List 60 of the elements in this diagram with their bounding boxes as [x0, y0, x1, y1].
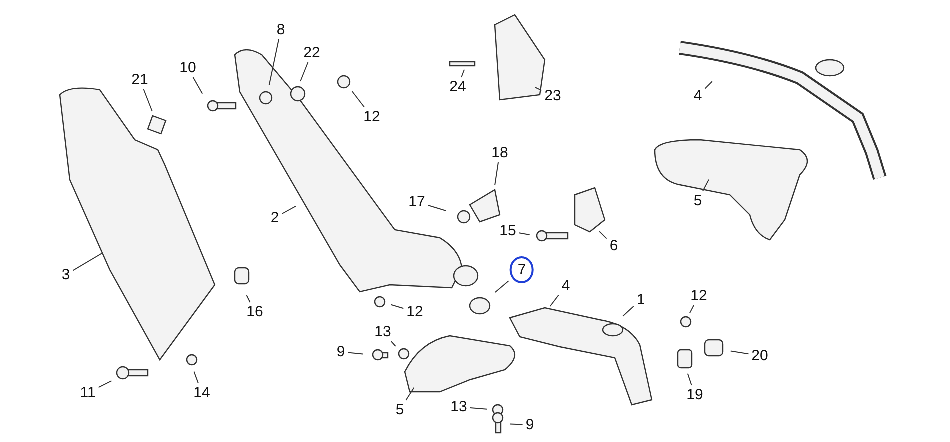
- callout-number: 5: [394, 402, 406, 418]
- leader-line: [704, 81, 713, 90]
- leader-line: [730, 350, 750, 355]
- callout-number: 14: [192, 384, 212, 402]
- leader-line: [494, 162, 499, 186]
- leader-line: [390, 304, 404, 310]
- callout-number: 13: [448, 398, 470, 416]
- callout-number: 12: [404, 304, 426, 320]
- leader-line: [428, 205, 447, 212]
- leader-line: [510, 424, 524, 426]
- callout-number: 12: [688, 288, 710, 304]
- callout-number: 9: [334, 344, 348, 360]
- callout-number: 18: [490, 144, 510, 162]
- callout-number: 1: [634, 292, 648, 308]
- leader-line: [534, 87, 542, 92]
- leader-line: [390, 341, 396, 347]
- leader-line: [518, 232, 530, 236]
- leader-line: [687, 373, 692, 386]
- callout-number: 20: [750, 348, 770, 364]
- leader-line: [268, 39, 280, 86]
- leader-line: [622, 306, 634, 317]
- leader-line: [406, 387, 415, 401]
- callout-number: 15: [498, 222, 518, 240]
- leader-line: [143, 89, 153, 112]
- callout-number: 19: [684, 386, 706, 404]
- leader-line: [348, 352, 364, 355]
- callout-number: 4: [560, 278, 572, 294]
- leader-line: [470, 408, 488, 410]
- leader-line: [702, 179, 710, 192]
- callout-number: 21: [130, 72, 150, 88]
- callout-number: 24: [448, 78, 468, 96]
- callout-number: 3: [60, 266, 72, 284]
- callout-number: 23: [542, 88, 564, 104]
- callout-number: 4: [692, 88, 704, 104]
- callout-number: 22: [302, 44, 322, 62]
- callout-number: 16: [244, 304, 266, 320]
- callout-number: 10: [178, 60, 198, 76]
- callout-number: 8: [274, 22, 288, 38]
- callout-number: 9: [524, 416, 536, 434]
- leader-line: [599, 231, 608, 240]
- leader-line: [550, 294, 560, 307]
- callout-number: 7: [510, 256, 534, 284]
- callout-number: 5: [692, 192, 704, 210]
- leader-line: [192, 77, 204, 94]
- callout-number: 12: [362, 108, 382, 126]
- leader-line: [690, 305, 694, 314]
- callout-number: 17: [406, 194, 428, 210]
- leader-line: [300, 62, 309, 82]
- callout-number: 13: [372, 324, 394, 340]
- leader-line: [461, 69, 465, 78]
- leader-line: [194, 371, 199, 384]
- leader-line: [98, 380, 112, 388]
- callout-number: 6: [608, 238, 620, 254]
- callout-number: 2: [268, 210, 282, 226]
- leader-line: [246, 295, 251, 303]
- leader-line: [494, 280, 510, 293]
- leader-line: [282, 206, 296, 214]
- leader-line: [352, 91, 366, 108]
- leader-line: [72, 253, 102, 272]
- callout-number: 11: [78, 384, 98, 402]
